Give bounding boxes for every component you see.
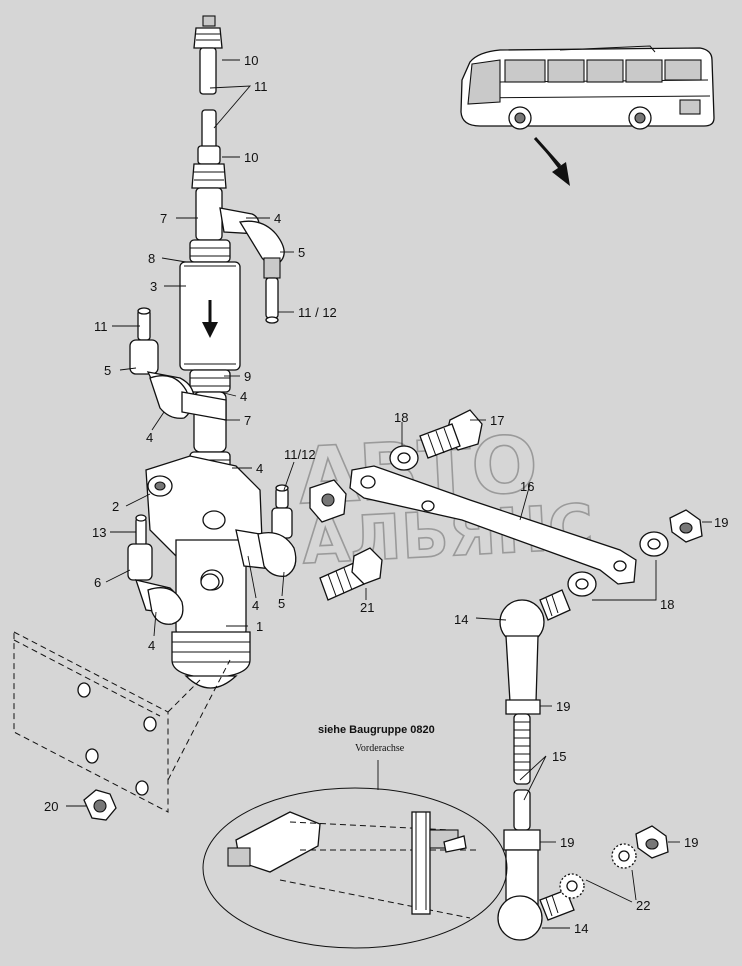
- callout-18-lower: 18: [660, 597, 674, 612]
- callout-7-lower: 7: [244, 413, 251, 428]
- callout-2: 2: [112, 499, 119, 514]
- callout-21: 21: [360, 600, 374, 615]
- left-pipe-fitting: [129, 307, 195, 419]
- callout-11-top: 11: [254, 79, 268, 94]
- callout-15: 15: [552, 749, 566, 764]
- bracket-16: [349, 465, 637, 585]
- callout-10-top: 10: [244, 53, 258, 68]
- callout-5-left: 5: [104, 363, 111, 378]
- callout-18-upper: 18: [394, 410, 408, 425]
- callout-13: 13: [92, 525, 106, 540]
- callout-5-upper: 5: [298, 245, 305, 260]
- callout-11-12-right: 11/12: [284, 447, 316, 462]
- callout-14-lower: 14: [574, 921, 588, 936]
- callout-4-upper: 4: [274, 211, 281, 226]
- callout-6: 6: [94, 575, 101, 590]
- mounting-plate: [13, 631, 231, 821]
- note-subtitle: Vorderachse: [355, 743, 405, 754]
- callout-17: 17: [490, 413, 504, 428]
- callout-19-right: 19: [714, 515, 728, 530]
- right-washers: [567, 509, 703, 597]
- callout-4-left: 4: [146, 430, 153, 445]
- callout-4-mid: 4: [240, 389, 247, 404]
- bolt-21: [319, 547, 383, 601]
- callout-16: 16: [520, 479, 534, 494]
- valve-body: [145, 455, 263, 689]
- tee-fitting-upper: [195, 187, 285, 324]
- callout-11-left: 11: [94, 319, 108, 334]
- lock-washers-22: [559, 825, 669, 899]
- leader-lines: [66, 59, 712, 929]
- callout-4-lower-left: 4: [148, 638, 155, 653]
- callout-14-upper: 14: [454, 612, 468, 627]
- linkage-rod: [497, 589, 575, 941]
- callout-11-12-upper: 11 / 12: [298, 305, 337, 320]
- callout-19-nut: 19: [684, 835, 698, 850]
- callout-labels: 10 11 10 7 4 5 8 3 11 / 12 11 5 9 4 4 7 …: [44, 53, 728, 936]
- lower-left-pipe-fitting: [127, 514, 220, 625]
- filter-body: [179, 239, 241, 393]
- callout-4-valve: 4: [256, 461, 263, 476]
- callout-9: 9: [244, 369, 251, 384]
- callout-22: 22: [636, 898, 650, 913]
- pointer-arrow-icon: [533, 137, 570, 186]
- note-title: siehe Baugruppe 0820: [318, 724, 435, 736]
- callout-4-lower-right: 4: [252, 598, 259, 613]
- right-pipe-fitting: [235, 479, 347, 577]
- callout-10-mid: 10: [244, 150, 258, 165]
- callout-7-upper: 7: [160, 211, 167, 226]
- callout-5-lower: 5: [278, 596, 285, 611]
- callout-19-rod: 19: [556, 699, 570, 714]
- callout-3: 3: [150, 279, 157, 294]
- callout-20: 20: [44, 799, 58, 814]
- callout-19-lower: 19: [560, 835, 574, 850]
- top-connector: [191, 15, 227, 189]
- detail-ellipse: [202, 787, 508, 949]
- callout-1: 1: [256, 619, 263, 634]
- bus-icon: [460, 45, 715, 130]
- callout-8: 8: [148, 251, 155, 266]
